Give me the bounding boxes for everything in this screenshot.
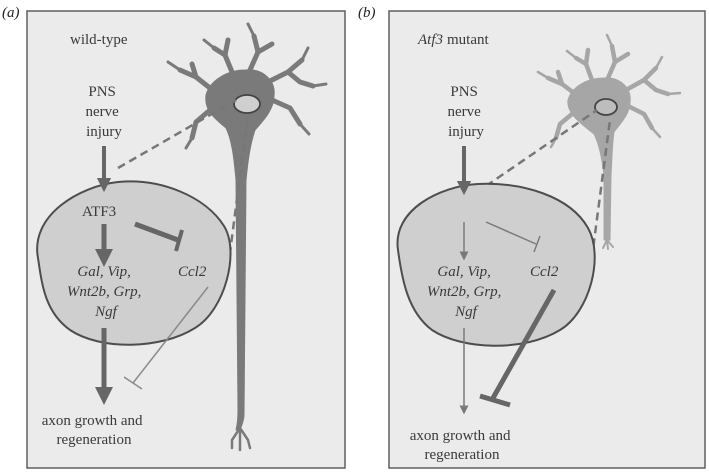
outcome-b-line-2: regeneration xyxy=(425,447,500,463)
stimulus-b-line-1: PNS xyxy=(450,84,478,100)
outcome-b: axon growth and regeneration xyxy=(410,428,515,463)
panel-a-letter: (a) xyxy=(2,5,20,21)
ccl2-strong-inhibit-line-b xyxy=(490,288,557,400)
genes-b-line-2: Wnt2b, Grp, xyxy=(427,284,502,300)
ccl2-b: Ccl2 xyxy=(530,264,559,280)
outcome-a-line-1: axon growth and xyxy=(42,413,143,429)
stimulus-label-b: PNS nerve injury xyxy=(447,84,484,140)
stimulus-a-line-2: nerve xyxy=(85,104,119,120)
genes-a-line-2: Wnt2b, Grp, xyxy=(67,284,142,300)
panel-b-genotype-gene: Atf3 xyxy=(417,32,443,48)
ccl2-a: Ccl2 xyxy=(178,264,207,280)
genes-a-line-1: Gal, Vip, xyxy=(77,264,130,280)
target-genes-b: Gal, Vip, Wnt2b, Grp, Ngf xyxy=(427,264,505,320)
panel-a-genotype: wild-type xyxy=(70,32,128,48)
stimulus-label-a: PNS nerve injury xyxy=(85,84,122,140)
panel-b-genotype-word: mutant xyxy=(447,32,489,48)
zoom-line-a-upper xyxy=(117,98,237,170)
zoom-line-b-upper xyxy=(485,108,598,188)
ccl2-strong-inhibit-bar-b xyxy=(479,393,511,408)
ccl2-inhibit-line-b xyxy=(485,221,537,245)
ccl2-inhibits-growth-bar-a xyxy=(123,376,143,390)
atf3-inhibits-ccl2-line-a xyxy=(134,221,179,243)
neuron-a-nucleus xyxy=(233,94,261,114)
outcome-b-line-1: axon growth and xyxy=(410,428,511,444)
stimulus-a-line-1: PNS xyxy=(88,84,116,100)
neuron-b-nucleus xyxy=(594,98,618,116)
regulator-a: ATF3 xyxy=(82,204,116,220)
atf3-inhibits-ccl2-bar-a xyxy=(174,229,184,252)
genes-b-line-1: Gal, Vip, xyxy=(437,264,490,280)
ccl2-inhibit-bar-b xyxy=(533,235,541,253)
panel-a: (a) wild-type xyxy=(2,5,346,469)
genes-a-line-3: Ngf xyxy=(94,304,119,320)
outcome-a-line-2: regeneration xyxy=(57,432,132,448)
stimulus-a-line-3: injury xyxy=(86,124,122,140)
ccl2-inhibits-growth-line-a xyxy=(132,286,209,384)
genes-b-line-3: Ngf xyxy=(454,304,479,320)
neuron-a xyxy=(166,22,328,452)
stimulus-b-line-2: nerve xyxy=(447,104,481,120)
outcome-a: axon growth and regeneration xyxy=(42,413,147,448)
target-genes-a: Gal, Vip, Wnt2b, Grp, Ngf xyxy=(67,264,145,320)
nucleus-b xyxy=(396,182,596,347)
stimulus-b-line-3: injury xyxy=(448,124,484,140)
panel-b-letter: (b) xyxy=(358,5,376,21)
